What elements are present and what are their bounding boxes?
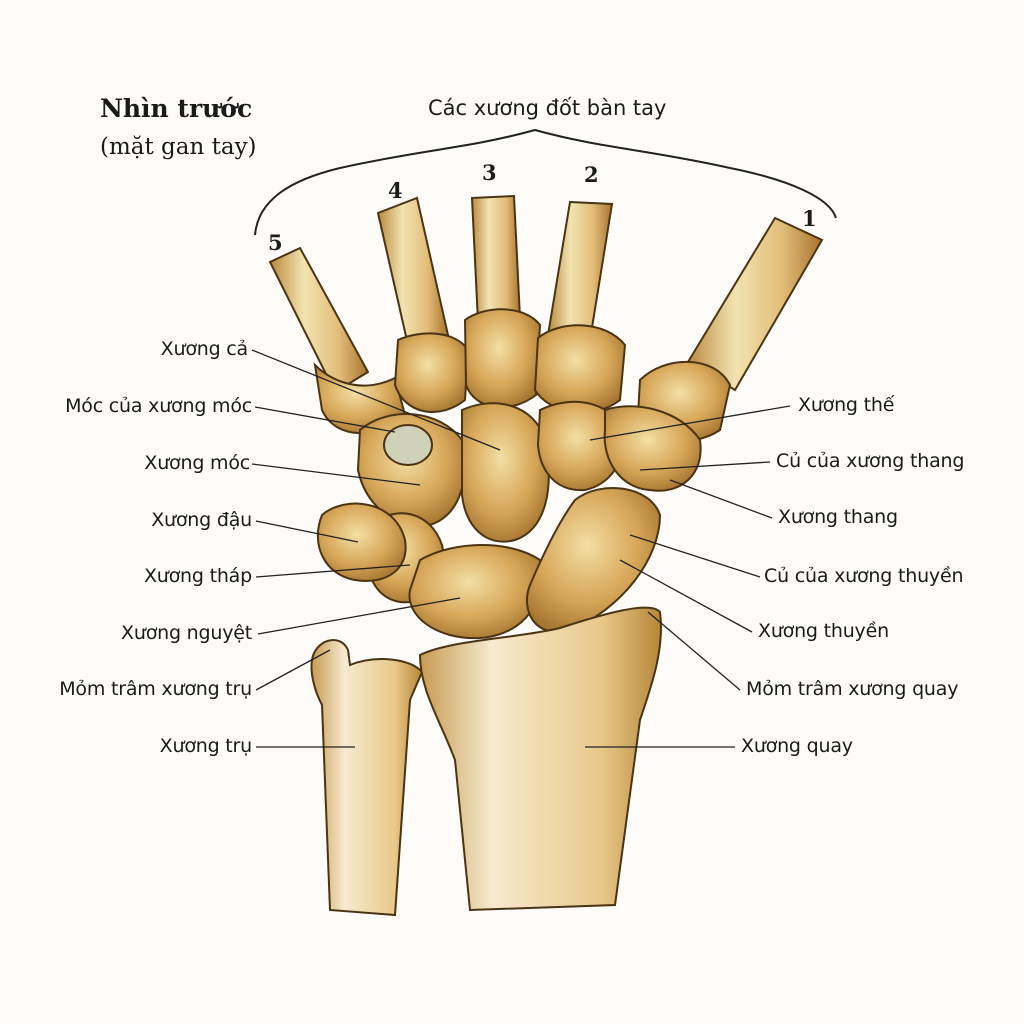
label-trapezium-tubercle: Củ của xương thang xyxy=(776,450,965,472)
leader-line xyxy=(589,405,791,441)
label-lunate: Xương nguyệt xyxy=(121,622,252,644)
label-trapezium: Xương thang xyxy=(778,506,898,528)
metacarpal-group-label: Các xương đốt bàn tay xyxy=(428,96,667,120)
leader-line xyxy=(255,649,331,691)
leader-line xyxy=(619,559,753,633)
metacarpal-number-4: 4 xyxy=(388,178,403,203)
view-subtitle: (mặt gan tay) xyxy=(100,134,257,160)
trapezium-bone xyxy=(603,405,702,492)
metacarpal-1 xyxy=(636,216,824,442)
metacarpal-number-2: 2 xyxy=(584,162,599,187)
metacarpal-5 xyxy=(268,246,407,435)
leader-line xyxy=(639,461,771,471)
leader-line xyxy=(255,520,359,543)
label-capitate: Xương cả xyxy=(160,338,249,360)
label-trapezoid: Xương thế xyxy=(798,394,895,416)
label-hook-of-hamate: Móc của xương móc xyxy=(65,395,252,417)
metacarpal-brace xyxy=(254,128,837,236)
capitate-bone xyxy=(461,402,550,543)
leader-line xyxy=(257,597,461,635)
label-scaphoid-tubercle: Củ của xương thuyền xyxy=(764,565,964,587)
leader-line xyxy=(254,406,396,433)
metacarpal-4 xyxy=(376,196,470,413)
label-triquetrum: Xương tháp xyxy=(143,565,252,587)
metacarpal-2 xyxy=(533,200,627,414)
label-hamate: Xương móc xyxy=(144,452,250,474)
label-ulnar-styloid: Mỏm trâm xương trụ xyxy=(59,678,252,700)
lunate-bone xyxy=(408,544,543,640)
label-ulna: Xương trụ xyxy=(159,735,253,757)
label-scaphoid: Xương thuyền xyxy=(758,620,889,642)
metacarpal-number-1: 1 xyxy=(802,206,817,231)
leader-line xyxy=(251,349,501,451)
leader-line xyxy=(669,479,773,519)
leader-line xyxy=(647,611,741,691)
view-title: Nhìn trước xyxy=(100,94,253,123)
ulna-bone xyxy=(310,639,424,917)
label-pisiform: Xương đậu xyxy=(151,509,252,531)
radius-bone xyxy=(418,606,662,912)
leader-line xyxy=(255,564,411,578)
pisiform-bone xyxy=(316,502,407,582)
metacarpal-number-3: 3 xyxy=(482,160,497,185)
label-radius: Xương quay xyxy=(741,735,853,757)
leader-line xyxy=(629,534,761,578)
leader-line xyxy=(251,463,421,486)
hook-of-hamate xyxy=(383,424,433,466)
metacarpal-number-5: 5 xyxy=(268,230,283,255)
label-radial-styloid: Mỏm trâm xương quay xyxy=(746,678,959,700)
metacarpal-3 xyxy=(463,194,542,409)
